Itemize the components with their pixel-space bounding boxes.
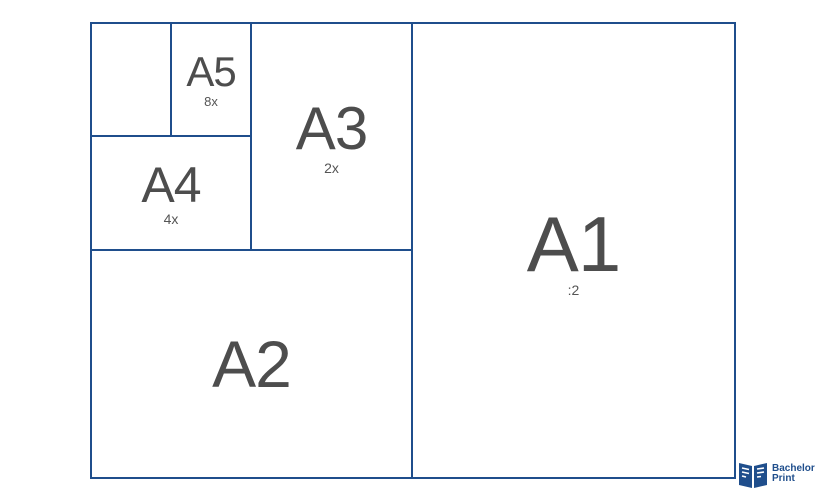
sheet-a1-ratio: :2 <box>567 281 580 298</box>
sheet-a5-ratio: 8x <box>204 94 218 109</box>
sheet-a3-ratio: 2x <box>324 159 339 176</box>
sheet-a2-label: A2 <box>212 327 292 401</box>
sheet-a3-label: A3 <box>295 94 368 162</box>
sheet-a5: A5 8x <box>170 22 252 137</box>
sheet-blank <box>90 22 172 137</box>
sheet-a4-ratio: 4x <box>163 211 179 227</box>
brand-line-1: Bachelor <box>772 462 815 474</box>
sheet-a3: A3 2x <box>250 22 413 251</box>
brand-name: Bachelor Print <box>772 462 815 485</box>
brand-logo: Bachelor Print <box>737 456 823 492</box>
sheet-a4: A4 4x <box>90 135 252 251</box>
brand-line-2: Print <box>772 473 795 484</box>
sheet-a2: A2 <box>90 249 413 479</box>
sheet-a1-label: A1 <box>526 199 621 288</box>
sheet-a1: A1 :2 <box>411 22 736 479</box>
sheet-a4-label: A4 <box>141 157 201 213</box>
book-logo-icon <box>739 463 767 488</box>
sheet-a5-label: A5 <box>186 48 236 95</box>
